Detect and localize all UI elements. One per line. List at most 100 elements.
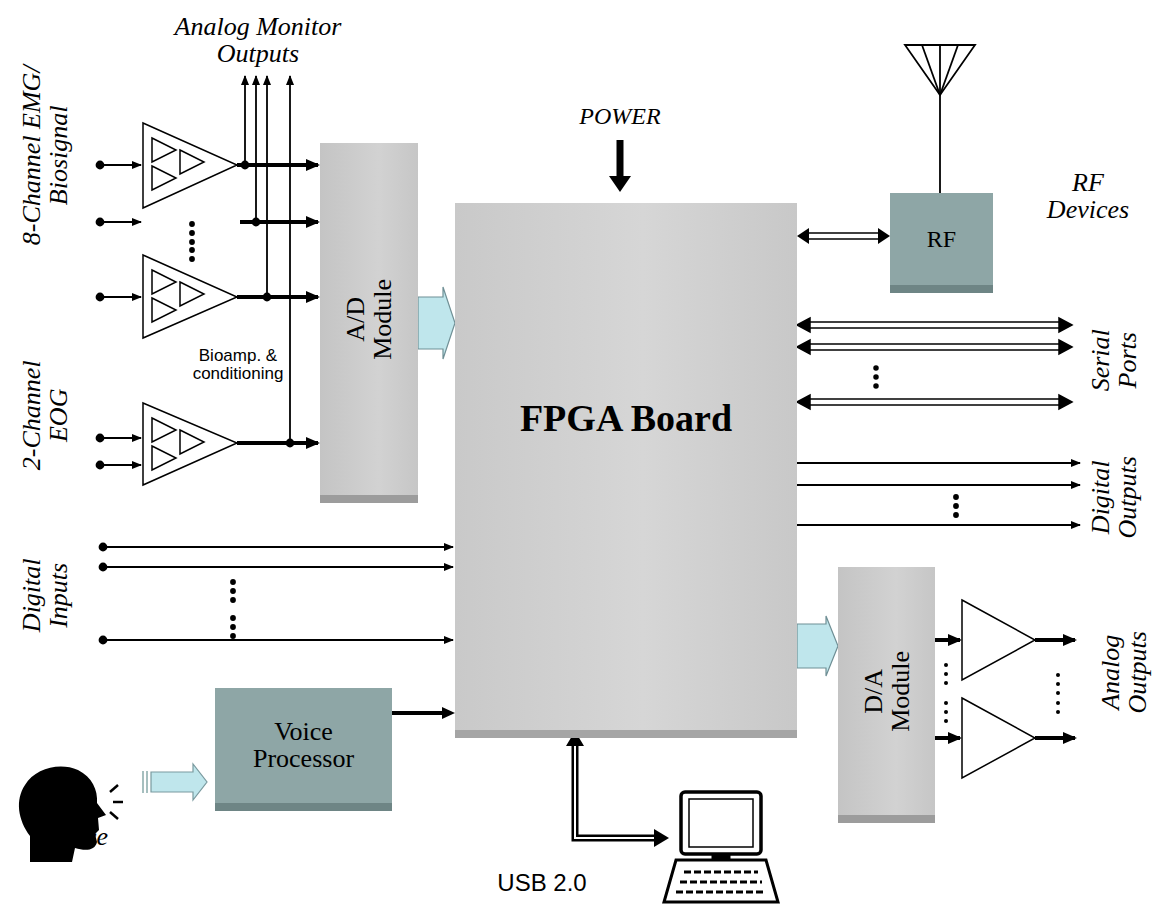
monitor-wires: [242, 76, 294, 447]
drawing-stroke: [566, 731, 584, 746]
node-label: FPGA Board: [516, 399, 736, 439]
node-label: RF: [897, 227, 987, 252]
drawing-stroke: [797, 318, 810, 332]
drawing-stroke: [874, 375, 878, 379]
drawing-stroke: [190, 248, 194, 252]
drawing-stroke: [617, 140, 624, 178]
drawing-stroke: [231, 589, 235, 593]
drawing-stroke: [190, 257, 194, 261]
drawing-stroke: [922, 45, 940, 95]
digital-input-wires: [100, 544, 454, 644]
drawing-stroke: [797, 616, 838, 676]
drawing-stroke: [689, 799, 753, 847]
drawing-stroke: [944, 710, 948, 714]
drawing-stroke: [180, 150, 204, 174]
annotation-label: Analog Monitor Outputs: [148, 13, 368, 68]
drawing-stroke: [231, 580, 235, 584]
laptop-icon: [664, 792, 778, 902]
drawing-stroke: [97, 435, 104, 442]
drawing-stroke: [954, 513, 958, 517]
drawing-stroke: [681, 792, 761, 854]
drawing-stroke: [237, 441, 318, 445]
drawing-stroke: [103, 566, 453, 568]
drawing-stroke: [100, 437, 141, 439]
drawing-stroke: [100, 296, 141, 298]
drawing-stroke: [190, 231, 194, 235]
drawing-stroke: [97, 462, 104, 469]
annotation-label: Serial Ports: [1087, 315, 1142, 405]
drawing-stroke: [231, 625, 235, 629]
drawing-stroke: [664, 860, 778, 902]
drawing-stroke: [1056, 691, 1060, 695]
drawing-stroke: [962, 698, 1035, 778]
drawing-stroke: [1056, 673, 1060, 677]
drawing-stroke: [878, 228, 890, 244]
drawing-stroke: [797, 484, 1080, 486]
drawing-stroke: [152, 166, 176, 190]
drawing-stroke: [180, 430, 204, 454]
drawing-stroke: [935, 736, 960, 740]
drawing-stroke: [680, 881, 762, 884]
drawing-stroke: [152, 298, 176, 322]
drawing-stroke: [1059, 318, 1072, 332]
drawing-stroke: [808, 349, 1060, 351]
annotation-label: RF Devices: [1033, 169, 1143, 224]
drawing-stroke: [253, 219, 260, 226]
annotation-label: Bioamp. & conditioning: [168, 347, 308, 383]
drawing-stroke: [103, 639, 453, 641]
drawing-stroke: [797, 228, 809, 244]
drawing-stroke: [152, 138, 176, 162]
drawing-stroke: [609, 176, 631, 192]
drawing-stroke: [255, 76, 257, 222]
drawing-stroke: [797, 395, 810, 409]
drawing-stroke: [110, 812, 118, 819]
drawing-stroke: [103, 546, 453, 548]
drawing-stroke: [797, 340, 810, 354]
drawing-stroke: [808, 327, 1060, 329]
drawing-stroke: [797, 524, 1080, 526]
drawing-stroke: [264, 294, 271, 301]
drawing-stroke: [143, 255, 237, 338]
annotation-label: Digital Outputs: [1087, 442, 1142, 552]
drawing-stroke: [100, 221, 141, 223]
drawing-stroke: [1056, 701, 1060, 705]
drawing-stroke: [944, 719, 948, 723]
drawing-stroke: [97, 162, 104, 169]
drawing-stroke: [110, 785, 118, 792]
connector: [418, 287, 455, 359]
drawing-stroke: [940, 45, 958, 95]
usb-link: [566, 731, 669, 847]
drawing-stroke: [575, 744, 656, 838]
serial-port-wires: [797, 318, 1072, 409]
drawing-stroke: [152, 446, 176, 470]
antenna-symbol: [905, 45, 975, 193]
drawing-stroke: [575, 744, 656, 838]
annotation-label: 8-Channel EMG/ Biosignal: [18, 50, 73, 260]
input-wires: [97, 162, 195, 469]
drawing-stroke: [1059, 395, 1072, 409]
drawing-stroke: [100, 637, 107, 644]
ad-module-box: A/D Module: [320, 143, 418, 495]
drawing-stroke: [962, 600, 1035, 680]
drawing-stroke: [180, 282, 204, 306]
drawing-stroke: [684, 871, 758, 874]
drawing-stroke: [231, 616, 235, 620]
drawing-stroke: [113, 801, 123, 804]
rf-box: RF: [890, 193, 993, 285]
drawing-stroke: [100, 544, 107, 551]
annotation-label: POWER: [555, 104, 685, 129]
drawing-stroke: [146, 771, 148, 793]
amp-output-wires: [237, 165, 318, 443]
drawing-stroke: [808, 398, 1060, 400]
drawing-stroke: [944, 663, 948, 667]
voice-illustration: [19, 764, 207, 862]
annotation-label: Analog Outputs: [1097, 602, 1152, 742]
drawing-stroke: [808, 321, 1060, 323]
drawing-stroke: [151, 764, 207, 800]
connector: [392, 707, 455, 719]
drawing-stroke: [654, 829, 669, 847]
drawing-stroke: [143, 403, 237, 485]
drawing-stroke: [266, 76, 268, 297]
drawing-stroke: [237, 295, 318, 299]
drawing-stroke: [152, 270, 176, 294]
